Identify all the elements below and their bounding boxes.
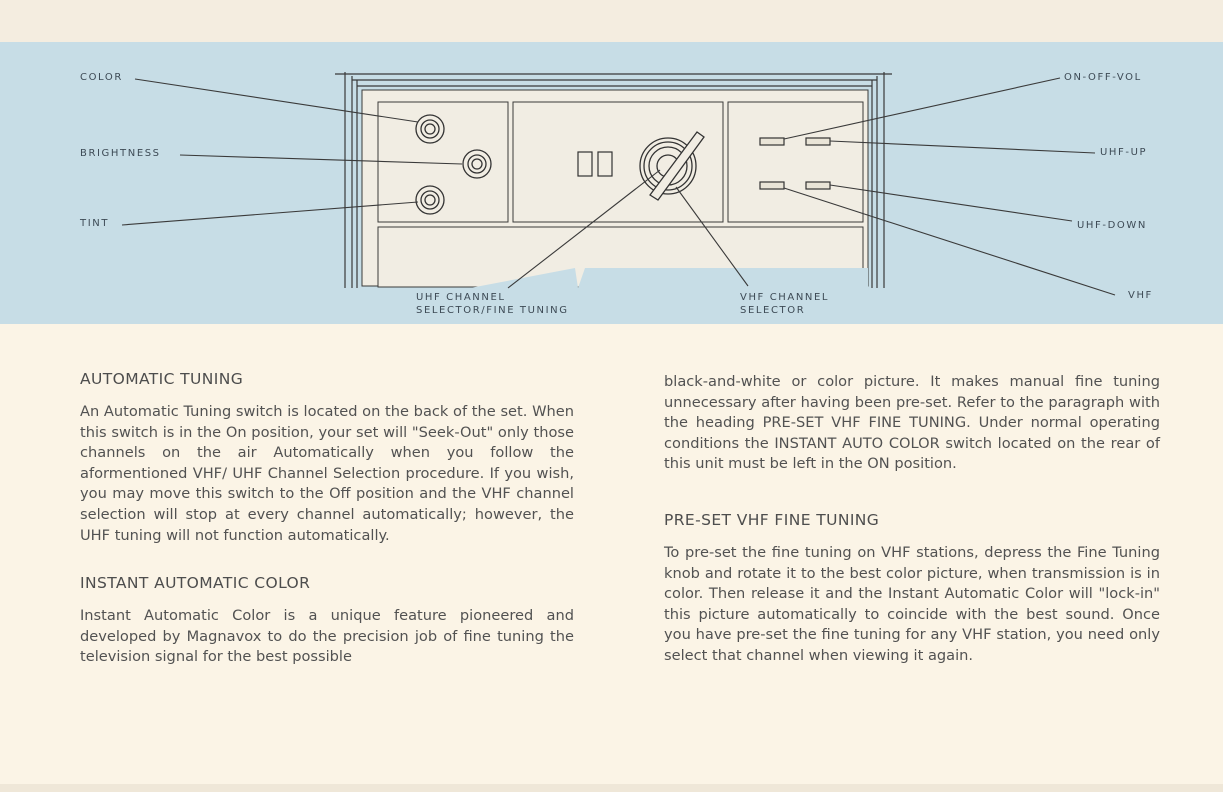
brightness-label: BRIGHTNESS [80, 148, 161, 159]
control-panel-diagram-band: COLOR BRIGHTNESS TINT ON-OFF-VOL UHF-UP … [0, 42, 1223, 324]
page-top-margin [0, 0, 1223, 42]
on-off-vol-label: ON-OFF-VOL [1064, 72, 1142, 83]
instant-automatic-color-heading: INSTANT AUTOMATIC COLOR [80, 574, 311, 593]
tint-label: TINT [80, 218, 110, 229]
vhf-channel-label-line1: VHF CHANNEL [740, 292, 830, 303]
page-bottom-edge [0, 784, 1223, 792]
uhf-up-label: UHF-UP [1100, 147, 1148, 158]
callout-lines [121, 77, 1116, 296]
channel-window-right [597, 151, 613, 177]
channel-window-left [577, 151, 593, 177]
tv-cabinet-frame [335, 72, 892, 288]
brightness-knob [462, 149, 492, 179]
vhf-channel-label-line2: SELECTOR [740, 305, 806, 316]
preset-vhf-body: To pre-set the fine tuning on VHF statio… [664, 543, 1160, 664]
uhf-channel-label-line2: SELECTOR/FINE TUNING [416, 305, 569, 316]
instant-automatic-color-body: Instant Automatic Color is a unique feat… [80, 607, 574, 666]
right-switch-panel [727, 101, 864, 223]
vhf-label: VHF [1128, 290, 1153, 301]
switch-buttons [759, 137, 831, 190]
right-text-column: black-and-white or color picture. It mak… [664, 372, 1160, 667]
control-panel-diagram [121, 72, 1116, 296]
automatic-tuning-body: An Automatic Tuning switch is located on… [80, 403, 574, 544]
preset-vhf-heading: PRE-SET VHF FINE TUNING [664, 510, 880, 529]
automatic-tuning-heading: AUTOMATIC TUNING [80, 370, 244, 388]
panel-cutaway [470, 268, 868, 288]
tuner-dial [639, 131, 705, 201]
uhf-channel-label-line1: UHF CHANNEL [416, 292, 506, 303]
color-label: COLOR [80, 72, 123, 83]
instant-automatic-color-continuation: black-and-white or color picture. It mak… [664, 373, 1160, 473]
uhf-down-label: UHF-DOWN [1077, 220, 1147, 231]
tint-knob [415, 185, 445, 215]
color-knob [415, 114, 445, 144]
left-text-column: AUTOMATIC TUNING An Automatic Tuning swi… [80, 370, 574, 668]
